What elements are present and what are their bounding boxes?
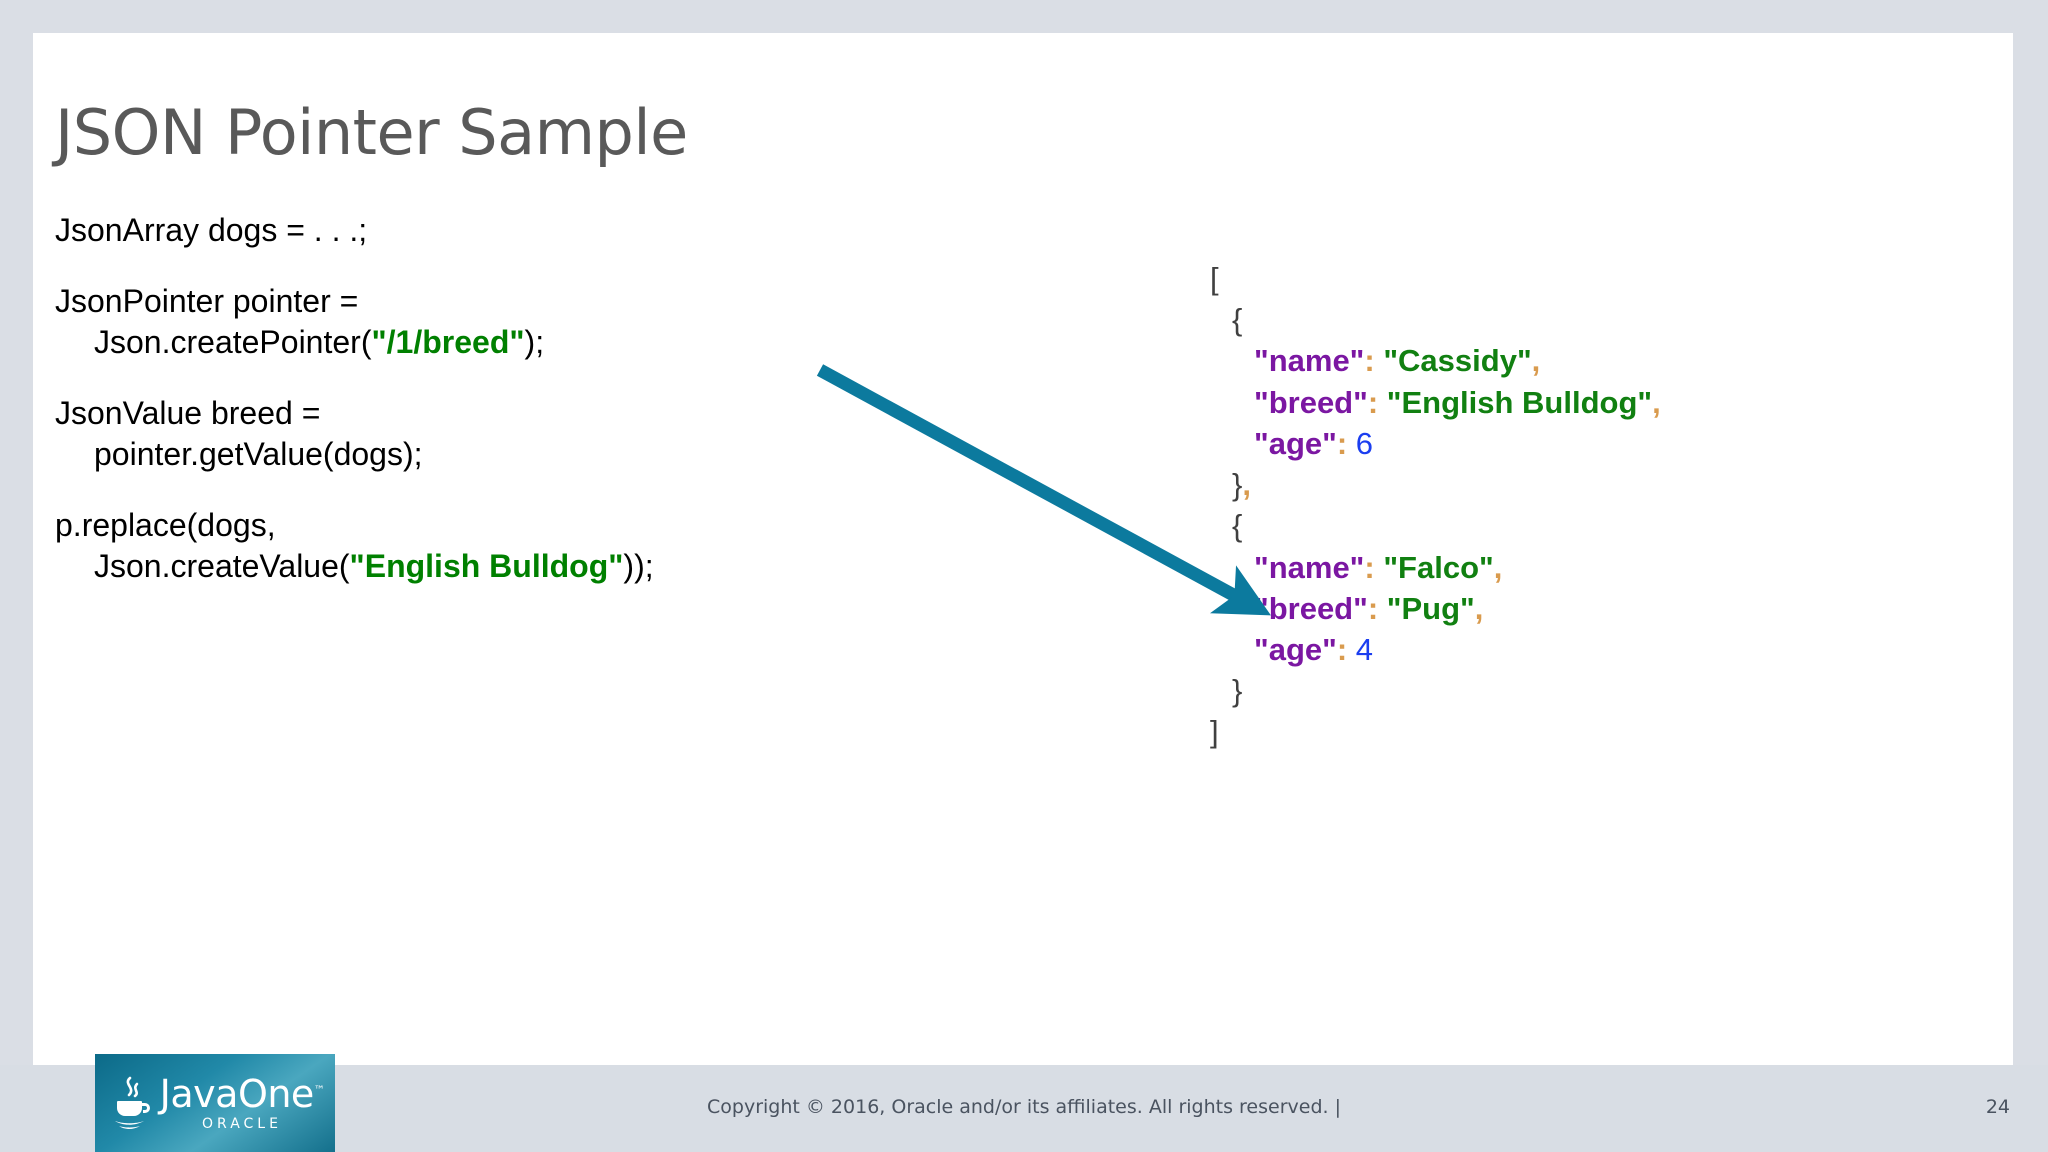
json-key: "breed" xyxy=(1254,590,1368,626)
trademark-symbol: ™ xyxy=(313,1083,325,1097)
json-punctuation: } xyxy=(1232,467,1243,503)
json-sample-column: [{"name": "Cassidy","breed": "English Bu… xyxy=(1210,258,1661,753)
javaone-logo: JavaOne™ ORACLE xyxy=(95,1054,335,1152)
footer-band xyxy=(0,1065,2048,1152)
code-sample-column: JsonArray dogs = . . .; JsonPointer point… xyxy=(55,210,845,617)
code-text: JsonArray dogs = . . .; xyxy=(55,212,368,248)
json-key: "breed" xyxy=(1254,384,1368,420)
code-text: p.replace(dogs, xyxy=(55,506,276,543)
code-block-replace-value: p.replace(dogs,Json.createValue("English… xyxy=(55,505,845,587)
javaone-wordmark: JavaOne™ ORACLE xyxy=(160,1075,325,1131)
json-punctuation: { xyxy=(1232,302,1243,338)
code-string-literal: "English Bulldog" xyxy=(349,547,624,584)
json-colon: : xyxy=(1336,425,1348,461)
code-line: pointer.getValue(dogs); xyxy=(55,434,845,475)
json-punctuation: [ xyxy=(1210,261,1219,296)
json-key: "age" xyxy=(1254,425,1337,461)
json-line: { xyxy=(1210,505,1661,546)
json-line: "age": 6 xyxy=(1210,423,1661,464)
json-punctuation: } xyxy=(1232,673,1243,709)
json-string-value: "Falco" xyxy=(1383,549,1494,585)
json-line: "breed": "Pug", xyxy=(1210,588,1661,629)
json-comma: , xyxy=(1531,343,1541,379)
json-string-value: "Cassidy" xyxy=(1383,343,1532,379)
json-string-value: "Pug" xyxy=(1386,590,1475,626)
json-colon: : xyxy=(1364,343,1375,379)
code-line: JsonPointer pointer = xyxy=(55,281,845,322)
json-line: "name": "Falco", xyxy=(1210,547,1661,588)
json-space xyxy=(1378,591,1387,626)
json-comma: , xyxy=(1493,549,1503,585)
json-punctuation: ] xyxy=(1210,714,1219,750)
code-string-literal: "/1/breed" xyxy=(371,323,525,360)
json-number-value: 6 xyxy=(1355,425,1374,461)
code-text: JsonValue breed = xyxy=(55,394,321,431)
code-text: )); xyxy=(623,547,654,584)
json-line: } xyxy=(1210,670,1661,711)
json-line: }, xyxy=(1210,464,1661,505)
page-number: 24 xyxy=(1985,1096,2010,1118)
code-line: p.replace(dogs, xyxy=(55,505,845,546)
oracle-wordmark-text: ORACLE xyxy=(202,1116,282,1132)
json-comma: , xyxy=(1474,590,1484,626)
code-text: Json.createValue( xyxy=(94,547,350,584)
json-key: "name" xyxy=(1254,343,1365,379)
json-line: "breed": "English Bulldog", xyxy=(1210,382,1661,423)
json-space xyxy=(1347,632,1356,667)
code-line: JsonArray dogs = . . .; xyxy=(55,210,845,251)
json-line: { xyxy=(1210,299,1661,340)
json-line: "name": "Cassidy", xyxy=(1210,340,1661,381)
json-space xyxy=(1347,426,1356,461)
json-colon: : xyxy=(1367,590,1379,626)
json-space xyxy=(1378,385,1387,420)
json-line: [ xyxy=(1210,258,1661,299)
javaone-wordmark-text: JavaOne xyxy=(159,1072,315,1116)
code-text: ); xyxy=(524,323,545,360)
code-line: JsonValue breed = xyxy=(55,393,845,434)
json-colon: : xyxy=(1367,384,1379,420)
json-line: ] xyxy=(1210,711,1661,752)
json-comma: , xyxy=(1652,384,1661,420)
json-comma: , xyxy=(1242,467,1251,503)
code-block-get-value: JsonValue breed = pointer.getValue(dogs); xyxy=(55,393,845,475)
json-key: "age" xyxy=(1254,631,1337,667)
code-line: Json.createValue("English Bulldog")); xyxy=(55,546,845,587)
json-colon: : xyxy=(1336,631,1348,667)
page-title: JSON Pointer Sample xyxy=(55,96,688,169)
json-punctuation: { xyxy=(1232,508,1243,544)
code-text: JsonPointer pointer = xyxy=(55,282,359,319)
code-text: Json.createPointer( xyxy=(94,323,372,360)
json-line: "age": 4 xyxy=(1210,629,1661,670)
footer-copyright: Copyright © 2016, Oracle and/or its affi… xyxy=(707,1096,1341,1118)
json-colon: : xyxy=(1364,549,1375,585)
json-string-value: "English Bulldog" xyxy=(1386,384,1653,420)
json-number-value: 4 xyxy=(1355,631,1374,667)
json-key: "name" xyxy=(1254,549,1365,585)
code-line: Json.createPointer("/1/breed"); xyxy=(55,322,845,363)
java-coffee-cup-icon xyxy=(106,1074,152,1132)
code-block-create-pointer: JsonPointer pointer =Json.createPointer(… xyxy=(55,281,845,363)
code-block-declare-dogs: JsonArray dogs = . . .; xyxy=(55,210,845,251)
code-text: pointer.getValue(dogs); xyxy=(94,435,423,472)
